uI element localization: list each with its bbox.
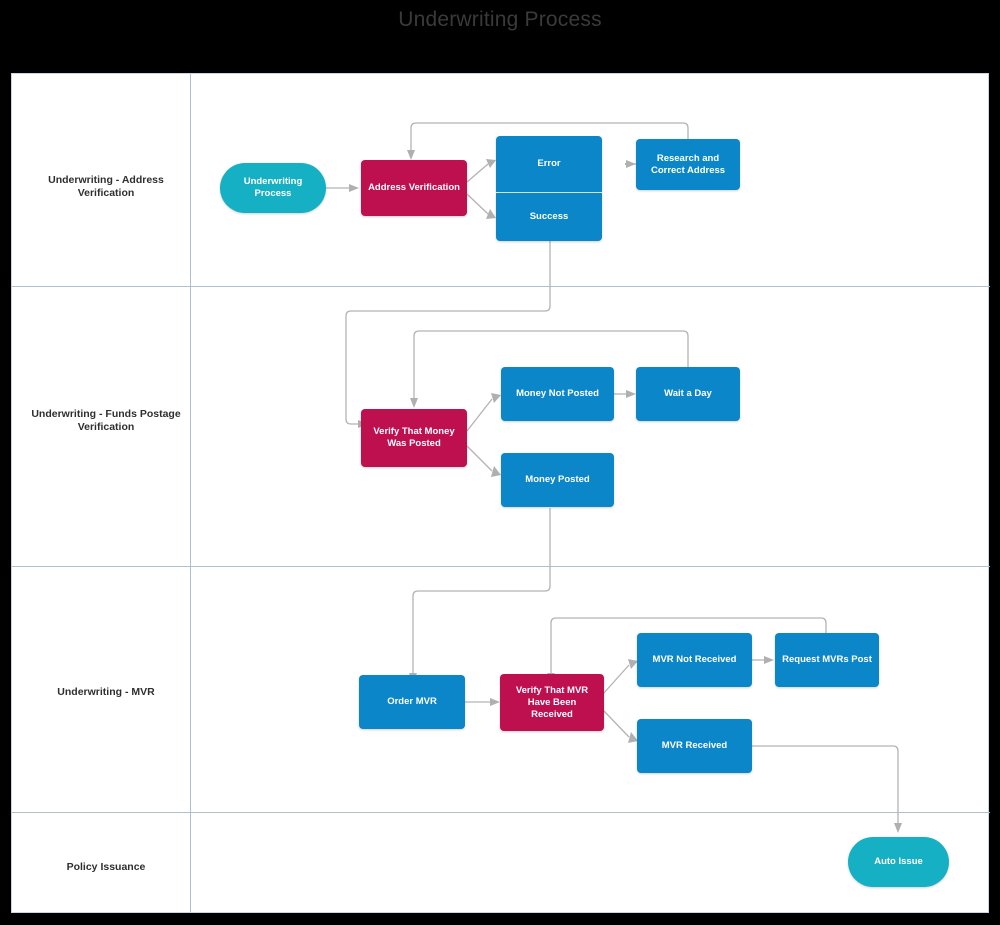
edge-research-loopback <box>410 122 689 151</box>
lane-label-policy-issuance: Policy Issuance <box>66 861 146 873</box>
edge-verify-money-to-posted <box>466 445 493 472</box>
node-auto-issue[interactable]: Auto Issue <box>848 837 949 887</box>
node-success[interactable]: Success <box>496 193 602 241</box>
node-underwriting-process[interactable]: Underwriting Process <box>220 163 326 213</box>
lane-divider-3 <box>12 812 990 813</box>
node-error[interactable]: Error <box>496 136 602 192</box>
node-request-mvrs-post[interactable]: Request MVRs Post <box>775 633 879 687</box>
page-title: Underwriting Process <box>398 8 602 31</box>
node-verify-that-mvr-have-been-received[interactable]: Verify That MVR Have Been Received <box>500 674 604 731</box>
edge-success-to-verify-money <box>345 241 551 425</box>
edge-wait-loopback <box>413 330 689 399</box>
lane-label-address-verification: Underwriting - Address Verification <box>48 174 164 199</box>
node-mvr-not-received[interactable]: MVR Not Received <box>637 633 752 687</box>
edge-av-to-success <box>466 193 489 215</box>
node-address-verification[interactable]: Address Verification <box>361 160 467 216</box>
edge-money-posted-to-order-mvr <box>412 508 551 674</box>
node-research-and-correct-address[interactable]: Research and Correct Address <box>636 139 740 190</box>
connector-layer <box>326 122 902 833</box>
edge-verify-mvr-to-received <box>602 709 630 738</box>
edge-av-to-error <box>466 163 489 183</box>
swimlane-canvas: Underwriting - Address Verification Unde… <box>11 73 990 913</box>
edge-request-loopback <box>550 617 827 674</box>
lane-label-mvr: Underwriting - MVR <box>57 686 155 698</box>
edge-mvr-received-to-auto-issue <box>752 745 899 824</box>
lane-divider-1 <box>12 286 990 287</box>
node-mvr-received[interactable]: MVR Received <box>637 719 752 773</box>
lane-header-divider <box>190 74 191 912</box>
node-order-mvr[interactable]: Order MVR <box>359 675 465 729</box>
node-verify-that-money-was-posted[interactable]: Verify That Money Was Posted <box>361 409 467 467</box>
node-money-posted[interactable]: Money Posted <box>501 453 614 507</box>
node-money-not-posted[interactable]: Money Not Posted <box>501 367 614 421</box>
edge-verify-money-to-not-posted <box>466 398 493 432</box>
edge-verify-mvr-to-not-received <box>602 664 630 695</box>
node-wait-a-day[interactable]: Wait a Day <box>636 367 740 421</box>
lane-label-funds-postage-verification: Underwriting - Funds Postage Verificatio… <box>31 408 181 433</box>
lane-divider-2 <box>12 566 990 567</box>
